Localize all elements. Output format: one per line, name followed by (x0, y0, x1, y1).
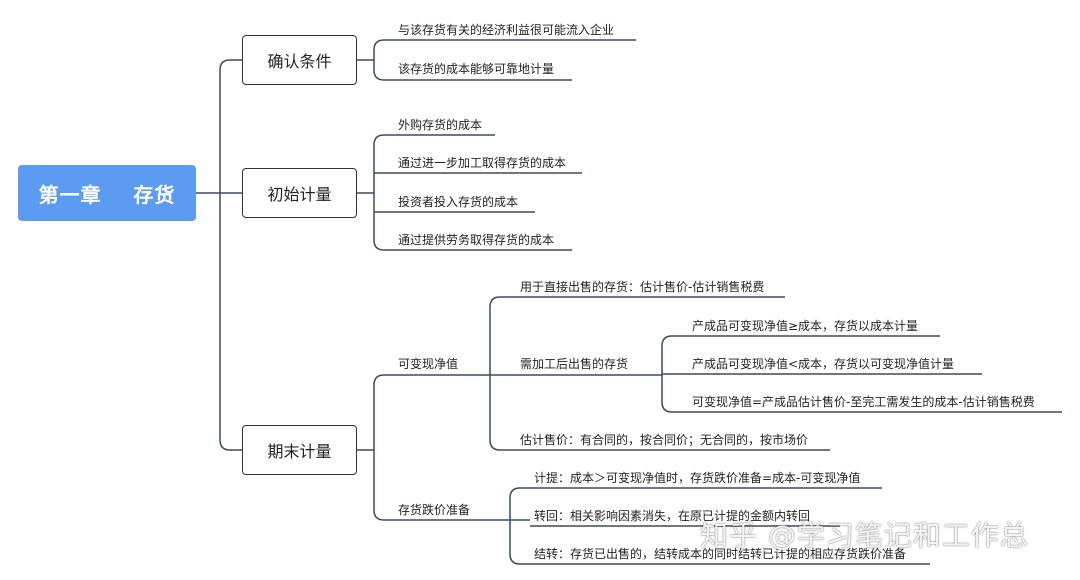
root-node: 第一章 存货 (18, 165, 196, 221)
watermark: 知乎 @学习笔记和工作总 (700, 519, 1029, 552)
branch-initial-measurement: 初始计量 (242, 168, 357, 218)
leaf-processed-1: 产成品可变现净值≥成本，存货以成本计量 (692, 319, 919, 333)
node-net-realizable-value: 可变现净值 (398, 357, 459, 371)
leaf-provision-accrue: 计提：成本＞可变现净值时，存货跌价准备=成本-可变现净值 (534, 471, 861, 485)
leaf-initial-2: 通过进一步加工取得存货的成本 (398, 156, 567, 170)
leaf-provision-reverse: 转回：相关影响因素消失，在原已计提的金额内转回 (534, 509, 811, 523)
leaf-initial-1: 外购存货的成本 (398, 118, 483, 132)
leaf-initial-3: 投资者投入存货的成本 (398, 195, 519, 209)
node-impairment-provision: 存货跌价准备 (398, 503, 471, 517)
branch-period-end-measurement: 期末计量 (242, 425, 357, 475)
leaf-recognition-2: 该存货的成本能够可靠地计量 (398, 62, 555, 76)
leaf-initial-4: 通过提供劳务取得存货的成本 (398, 233, 555, 247)
leaf-recognition-1: 与该存货有关的经济利益很可能流入企业 (398, 23, 615, 37)
leaf-processed-2: 产成品可变现净值<成本，存货以可变现净值计量 (692, 357, 955, 371)
leaf-provision-transfer: 结转：存货已出售的，结转成本的同时结转已计提的相应存货跌价准备 (534, 547, 907, 561)
branch-recognition: 确认条件 (242, 35, 357, 85)
node-processed-inventory: 需加工后出售的存货 (520, 357, 629, 371)
leaf-direct-sale: 用于直接出售的存货：估计售价-估计销售税费 (520, 280, 765, 294)
leaf-estimated-price: 估计售价：有合同的，按合同价；无合同的，按市场价 (520, 433, 809, 447)
leaf-processed-3: 可变现净值=产成品估计售价-至完工需发生的成本-估计销售税费 (692, 395, 1035, 409)
